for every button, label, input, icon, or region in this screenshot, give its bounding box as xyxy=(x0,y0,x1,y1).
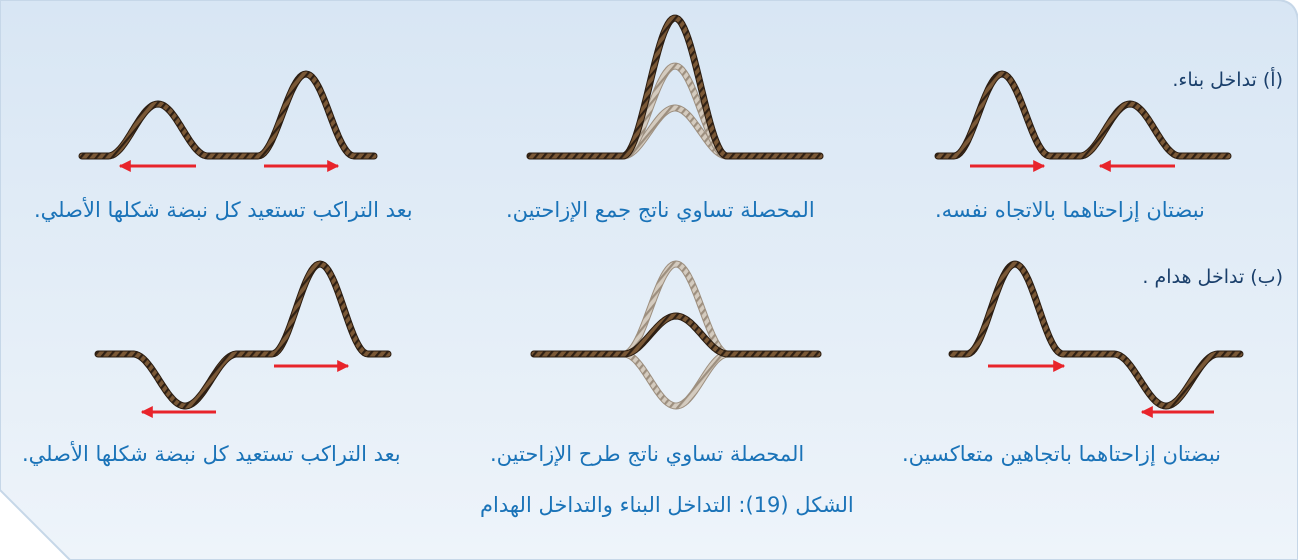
caption-b-2: المحصلة تساوي ناتج طرح الإزاحتين. xyxy=(490,440,804,468)
section-a-heading: (أ) تداخل بناء. xyxy=(1172,66,1283,94)
figure-caption: الشكل (19): التداخل البناء والتداخل الهد… xyxy=(480,491,854,519)
caption-b-3: بعد التراكب تستعيد كل نبضة شكلها الأصلي. xyxy=(22,440,401,468)
section-b-heading: (ب) تداخل هدام . xyxy=(1142,263,1283,291)
caption-a-1: نبضتان إزاحتاهما بالاتجاه نفسه. xyxy=(935,196,1205,224)
caption-a-2: المحصلة تساوي ناتج جمع الإزاحتين. xyxy=(506,196,815,224)
caption-b-1: نبضتان إزاحتاهما باتجاهين متعاكسين. xyxy=(902,440,1221,468)
caption-a-3: بعد التراكب تستعيد كل نبضة شكلها الأصلي. xyxy=(34,196,413,224)
